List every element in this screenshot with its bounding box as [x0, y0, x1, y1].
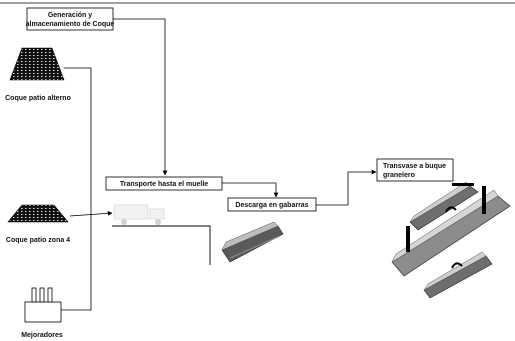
- transship-label-line2: granelero: [383, 172, 415, 179]
- factory-icon: [24, 287, 62, 323]
- generation-label-line1: Generación y: [48, 12, 92, 19]
- generation-label-line2: almacenamiento de Coque: [26, 21, 115, 28]
- barge-icon: [221, 221, 284, 263]
- coke-pile-icon: [7, 204, 69, 223]
- generation-to-transport-arrow: [113, 18, 168, 176]
- transship-label-line1: Transvase a buque: [383, 163, 446, 170]
- coke-pile-zone4: Coque patio zona 4: [6, 204, 70, 244]
- unload-label: Descarga en gabarras: [235, 202, 308, 209]
- unload-to-transship-arrow: [316, 169, 377, 206]
- truck-icon: [113, 204, 165, 225]
- zone4-to-truck-arrow: [69, 210, 113, 217]
- coke-zone4-label: Coque patio zona 4: [6, 237, 70, 244]
- generation-box: Generación y almacenamiento de Coque: [26, 7, 115, 31]
- transship-box: Transvase a buque granelero: [376, 158, 454, 182]
- transport-box: Transporte hasta el muelle: [105, 176, 223, 191]
- coke-pile-alt: Coque patio alterno: [5, 47, 71, 102]
- upgraders-node: Mejoradores: [21, 287, 63, 339]
- coke-alt-label: Coque patio alterno: [5, 95, 71, 102]
- transport-label: Transporte hasta el muelle: [120, 181, 208, 188]
- transport-to-unload-arrow: [222, 182, 279, 198]
- bulk-carrier-ship-icon: [391, 181, 511, 299]
- coke-pile-icon: [9, 47, 65, 81]
- unload-box: Descarga en gabarras: [227, 197, 317, 212]
- dock-line: [112, 225, 211, 265]
- upgraders-label: Mejoradores: [21, 332, 63, 339]
- alt-pile-to-upgraders-connector: [61, 67, 92, 311]
